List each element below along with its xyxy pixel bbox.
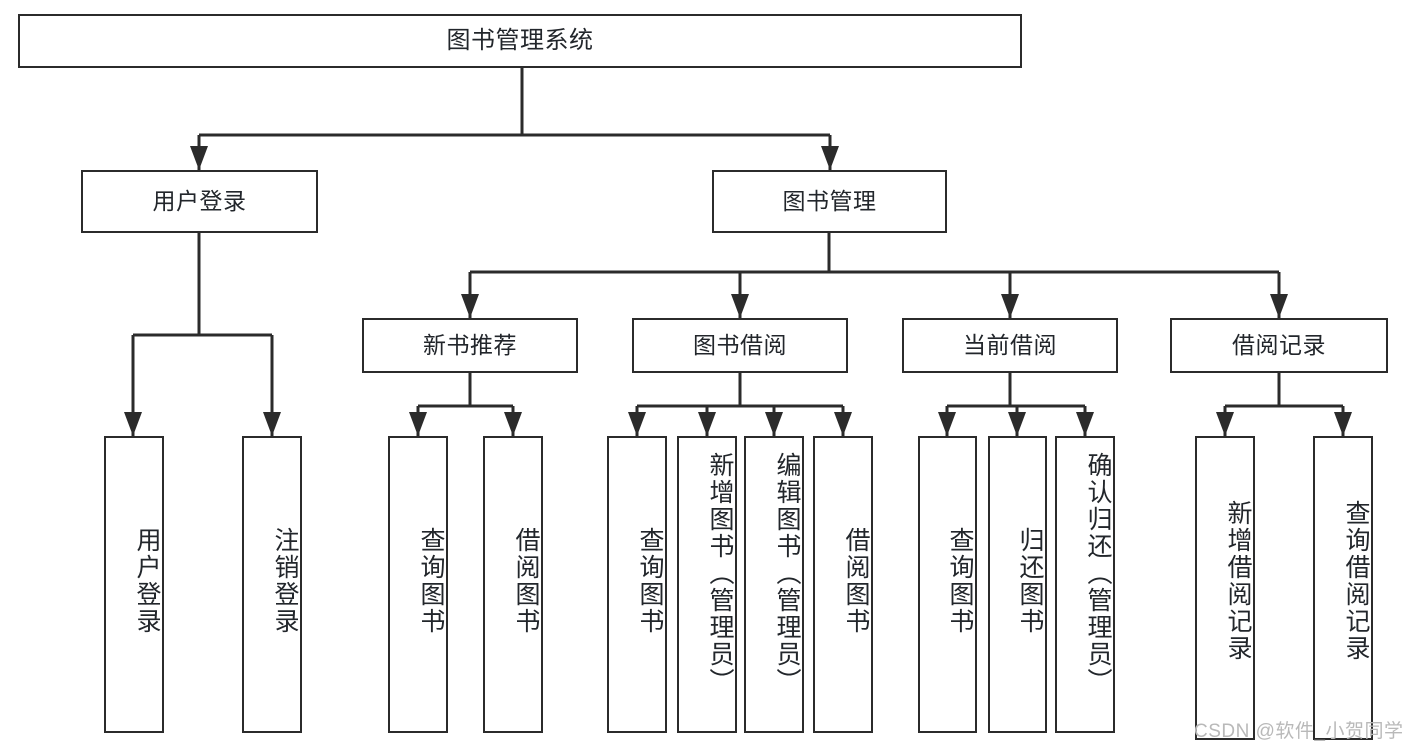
node-label-leaf-add-record: 新增借阅记录 [1224, 500, 1252, 662]
node-leaf-add-book[interactable]: 新增图书（管理员） [677, 436, 737, 733]
root-bus-arrowhead-0 [190, 146, 208, 170]
node-new-book-rec[interactable]: 新书推荐 [362, 318, 578, 373]
book-borrow-bus-arrowhead-3 [834, 412, 852, 436]
current-borrow-bus-arrowhead-0 [938, 412, 956, 436]
book-borrow-bus-arrowhead-0 [628, 412, 646, 436]
node-label-leaf-add-book: 新增图书（管理员） [706, 451, 734, 695]
book-manage-bus-arrowhead-1 [731, 294, 749, 318]
root-bus-arrowhead-1 [821, 146, 839, 170]
current-borrow-bus-arrowhead-2 [1076, 412, 1094, 436]
new-book-bus-arrowhead-0 [409, 412, 427, 436]
node-label-leaf-edit-book: 编辑图书（管理员） [773, 451, 801, 695]
node-leaf-logout[interactable]: 注销登录 [242, 436, 302, 733]
user-login-bus-arrowhead-1 [263, 412, 281, 436]
node-leaf-borrow-book-1[interactable]: 借阅图书 [483, 436, 543, 733]
node-label-leaf-confirm-return: 确认归还（管理员） [1084, 451, 1112, 695]
node-label-leaf-query-record: 查询借阅记录 [1342, 500, 1370, 662]
node-label-new-book-rec: 新书推荐 [423, 332, 517, 359]
node-label-borrow-record: 借阅记录 [1232, 332, 1326, 359]
node-label-leaf-logout: 注销登录 [271, 526, 299, 635]
node-leaf-return-book[interactable]: 归还图书 [988, 436, 1047, 733]
node-user-login[interactable]: 用户登录 [81, 170, 318, 233]
node-leaf-query-book-3[interactable]: 查询图书 [918, 436, 977, 733]
node-label-leaf-borrow-book-2: 借阅图书 [842, 526, 870, 635]
node-label-leaf-borrow-book-1: 借阅图书 [512, 526, 540, 635]
book-manage-bus-arrowhead-3 [1270, 294, 1288, 318]
book-borrow-bus-arrowhead-2 [765, 412, 783, 436]
current-borrow-bus-arrowhead-1 [1008, 412, 1026, 436]
node-label-book-manage: 图书管理 [782, 188, 877, 215]
node-root[interactable]: 图书管理系统 [18, 14, 1022, 68]
node-leaf-query-book-2[interactable]: 查询图书 [607, 436, 667, 733]
borrow-record-bus-arrowhead-0 [1216, 412, 1234, 436]
borrow-record-bus-arrowhead-1 [1334, 412, 1352, 436]
node-leaf-user-login[interactable]: 用户登录 [104, 436, 164, 733]
node-label-leaf-user-login: 用户登录 [133, 526, 161, 635]
node-leaf-edit-book[interactable]: 编辑图书（管理员） [744, 436, 804, 733]
node-leaf-add-record[interactable]: 新增借阅记录 [1195, 436, 1255, 740]
user-login-bus-arrowhead-0 [124, 412, 142, 436]
node-label-leaf-query-book-3: 查询图书 [946, 526, 974, 635]
node-label-user-login: 用户登录 [152, 188, 247, 215]
book-borrow-bus-arrowhead-1 [698, 412, 716, 436]
node-borrow-record[interactable]: 借阅记录 [1170, 318, 1388, 373]
node-book-borrow[interactable]: 图书借阅 [632, 318, 848, 373]
new-book-bus-arrowhead-1 [504, 412, 522, 436]
node-book-manage[interactable]: 图书管理 [712, 170, 947, 233]
node-current-borrow[interactable]: 当前借阅 [902, 318, 1118, 373]
node-label-leaf-return-book: 归还图书 [1016, 526, 1044, 635]
node-label-root: 图书管理系统 [446, 27, 594, 55]
node-label-leaf-query-book-2: 查询图书 [636, 526, 664, 635]
node-label-current-borrow: 当前借阅 [963, 332, 1057, 359]
node-leaf-borrow-book-2[interactable]: 借阅图书 [813, 436, 873, 733]
book-manage-bus-arrowhead-0 [461, 294, 479, 318]
node-leaf-query-record[interactable]: 查询借阅记录 [1313, 436, 1373, 740]
node-label-book-borrow: 图书借阅 [693, 332, 787, 359]
node-leaf-query-book-1[interactable]: 查询图书 [388, 436, 448, 733]
node-label-leaf-query-book-1: 查询图书 [417, 526, 445, 635]
book-manage-bus-arrowhead-2 [1001, 294, 1019, 318]
node-leaf-confirm-return[interactable]: 确认归还（管理员） [1055, 436, 1115, 733]
